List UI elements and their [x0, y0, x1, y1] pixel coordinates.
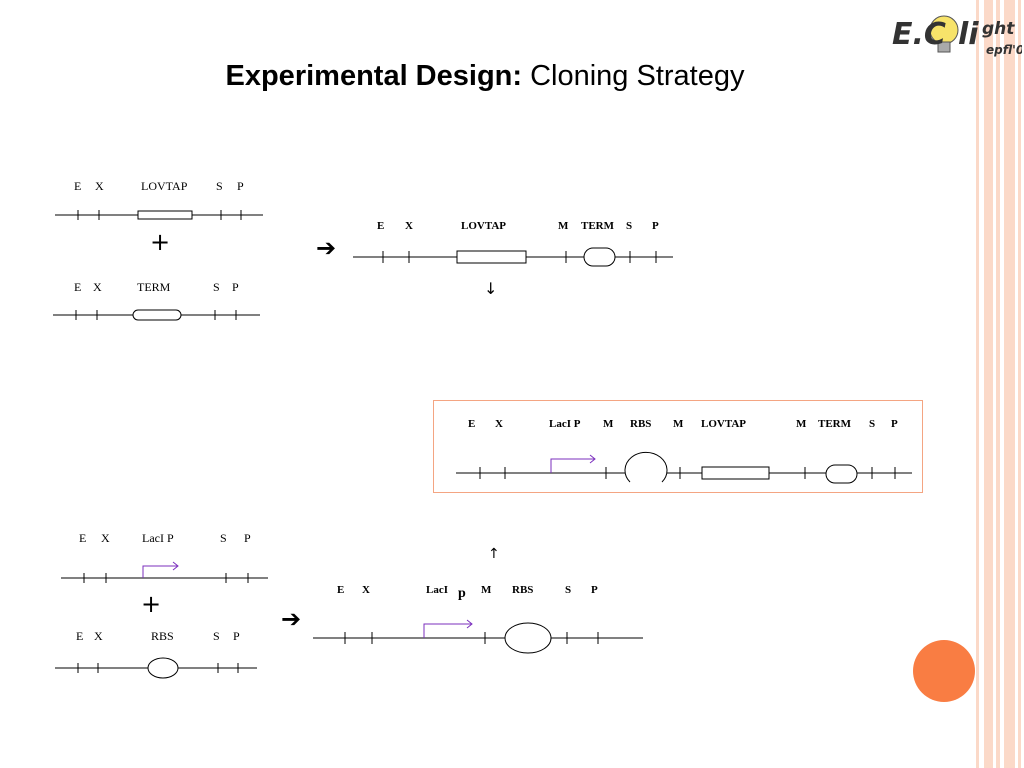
plus-sign-2: +: [141, 590, 162, 618]
d6-label-e: E: [76, 629, 84, 643]
d4-label-m3: M: [796, 418, 807, 430]
d1-construct: [55, 210, 263, 220]
side-bar-2: [984, 0, 993, 768]
d2-construct: [53, 309, 260, 321]
d4-label-x: X: [495, 418, 503, 430]
d3-label-x: X: [405, 220, 413, 232]
right-arrow-1: ➔: [316, 234, 337, 262]
up-arrow: ↑: [488, 546, 500, 562]
d1-label-s: S: [216, 179, 223, 193]
d6-label-s: S: [213, 629, 220, 643]
title-bold: Experimental Design:: [225, 60, 523, 92]
d1-label-x: X: [95, 179, 104, 193]
logo-text-li: li: [958, 17, 979, 52]
side-bar-3: [996, 0, 1000, 768]
right-arrow-2: ➔: [281, 605, 302, 633]
page-title: Experimental Design: Cloning Strategy: [0, 60, 970, 93]
d4-label-e: E: [468, 418, 476, 430]
logo-text-ght: ght: [982, 19, 1015, 39]
logo-text-sub: epfl'09: [986, 43, 1022, 57]
d4-label-m2: M: [673, 418, 684, 430]
d5-label-x: X: [101, 531, 110, 545]
d4-label-part1: LacI P: [549, 418, 581, 430]
d3-label-part1: LOVTAP: [461, 220, 507, 232]
d3-label-s: S: [626, 220, 633, 232]
d6-label-p: P: [233, 629, 240, 643]
d7-label-x: X: [362, 584, 370, 596]
d1-label-part: LOVTAP: [141, 179, 188, 193]
title-rest: Cloning Strategy: [522, 60, 745, 92]
d4-label-p: P: [891, 418, 898, 430]
d4-construct: [456, 451, 912, 484]
d5-label-e: E: [79, 531, 87, 545]
d6-construct: [55, 657, 257, 679]
d5-construct: [61, 561, 268, 583]
d6-label-part: RBS: [151, 629, 174, 643]
down-arrow: ↓: [484, 279, 498, 298]
d7-label-s: S: [565, 584, 572, 596]
d4-label-part3: LOVTAP: [701, 418, 747, 430]
d7-label-p: P: [591, 584, 598, 596]
d4-label-part2: RBS: [630, 418, 652, 430]
d5-label-part: LacI P: [142, 531, 174, 545]
d2-label-s: S: [213, 280, 220, 294]
d4-label-part4: TERM: [818, 418, 851, 430]
d3-construct: [353, 247, 673, 267]
d3-label-part2: TERM: [581, 220, 614, 232]
d2-label-p: P: [232, 280, 239, 294]
d5-label-s: S: [220, 531, 227, 545]
ecolight-logo: E.C li ght epfl'09: [892, 15, 1022, 57]
side-bar-5: [1018, 0, 1021, 768]
side-bar-1: [976, 0, 979, 768]
d7-label-part1: LacI: [426, 584, 448, 596]
logo-text-e: E.C: [892, 17, 946, 52]
d3-label-p: P: [652, 220, 659, 232]
d7-label-part2: RBS: [512, 584, 534, 596]
side-bar-4: [1004, 0, 1015, 768]
d2-label-part: TERM: [137, 280, 171, 294]
d1-label-p: P: [237, 179, 244, 193]
d6-label-x: X: [94, 629, 103, 643]
d2-label-x: X: [93, 280, 102, 294]
d7-construct: [313, 619, 643, 654]
d2-label-e: E: [74, 280, 82, 294]
d5-label-p: P: [244, 531, 251, 545]
d4-label-m1: M: [603, 418, 614, 430]
d4-label-s: S: [869, 418, 876, 430]
d7-label-m: M: [481, 584, 492, 596]
d3-label-m: M: [558, 220, 569, 232]
d3-label-e: E: [377, 220, 385, 232]
orange-circle-decoration: [913, 640, 975, 702]
d1-label-e: E: [74, 179, 82, 193]
d7-label-part1b: p: [458, 586, 466, 601]
d7-label-e: E: [337, 584, 345, 596]
plus-sign-1: +: [150, 228, 171, 256]
